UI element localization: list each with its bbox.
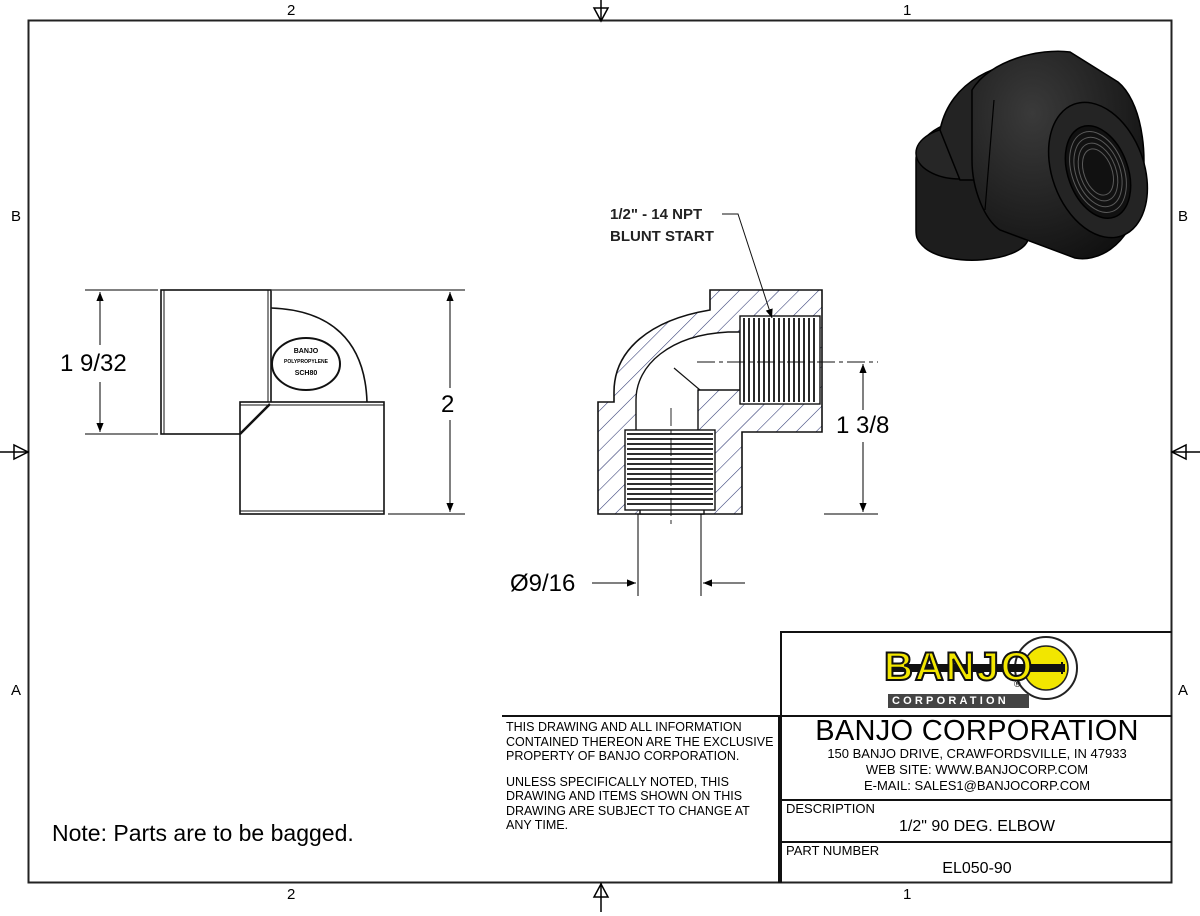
dimension-center-to-face: 1 3/8 — [834, 412, 892, 439]
title-block-part-number-cell: PART NUMBER EL050-90 — [780, 841, 1172, 883]
description-label: DESCRIPTION — [786, 801, 875, 816]
title-block-logo-cell: BANJO ® CORPORATION — [780, 631, 1172, 715]
iso-view — [915, 50, 1149, 261]
dimension-bore-diameter: Ø9/16 — [510, 570, 576, 597]
logo-subtitle: CORPORATION — [892, 695, 1009, 707]
title-block-disclaimer: THIS DRAWING AND ALL INFORMATION CONTAIN… — [502, 715, 780, 883]
logo-registered-mark: ® — [1014, 679, 1021, 689]
center-mark-top — [592, 0, 610, 23]
side-view — [160, 289, 385, 515]
logo-wordmark: BANJO — [883, 644, 1035, 690]
zone-label-left-b: B — [11, 208, 22, 225]
description-value: 1/2" 90 DEG. ELBOW — [899, 818, 1055, 835]
zone-label-bottom-2: 2 — [287, 886, 296, 903]
section-view — [597, 213, 878, 524]
side-view-dimensions — [85, 289, 465, 515]
dimension-overall-width: 1 9/32 — [60, 350, 127, 377]
company-email: E-MAIL: SALES1@BANJOCORP.COM — [863, 778, 1091, 793]
zone-label-top-2: 2 — [287, 2, 296, 19]
center-mark-right — [1170, 443, 1200, 461]
zone-label-bottom-1: 1 — [903, 886, 912, 903]
center-mark-bottom — [592, 882, 610, 912]
disclaimer-change-notice: UNLESS SPECIFICALLY NOTED, THIS DRAWING … — [506, 774, 750, 833]
section-view-dimensions — [592, 364, 878, 596]
disclaimer-ownership: THIS DRAWING AND ALL INFORMATION CONTAIN… — [506, 720, 774, 763]
bagging-note: Note: Parts are to be bagged. — [52, 820, 354, 846]
banjo-logo — [888, 636, 1078, 708]
thread-callout-spec: 1/2" - 14 NPT — [610, 206, 703, 223]
thread-callout-start: BLUNT START — [610, 228, 714, 245]
title-block-description-cell: DESCRIPTION 1/2" 90 DEG. ELBOW — [780, 799, 1172, 841]
zone-label-right-b: B — [1178, 208, 1189, 225]
dimension-overall-height: 2 — [441, 391, 455, 418]
company-address: 150 BANJO DRIVE, CRAWFORDSVILLE, IN 4793… — [827, 746, 1127, 761]
part-number-value: EL050-90 — [942, 860, 1012, 877]
emboss-label: BANJO POLYPROPYLENE SCH80 — [276, 346, 336, 379]
zone-label-top-1: 1 — [903, 2, 912, 19]
part-number-label: PART NUMBER — [786, 843, 880, 858]
emboss-line: POLYPROPYLENE — [284, 359, 328, 365]
company-website: WEB SITE: WWW.BANJOCORP.COM — [865, 762, 1089, 777]
emboss-line: SCH80 — [294, 370, 318, 377]
center-mark-left — [0, 443, 30, 461]
title-block-company-cell: BANJO CORPORATION 150 BANJO DRIVE, CRAWF… — [780, 715, 1172, 799]
company-name: BANJO CORPORATION — [815, 715, 1139, 747]
zone-label-left-a: A — [11, 682, 22, 699]
zone-label-right-a: A — [1178, 682, 1189, 699]
emboss-line: BANJO — [293, 348, 319, 355]
